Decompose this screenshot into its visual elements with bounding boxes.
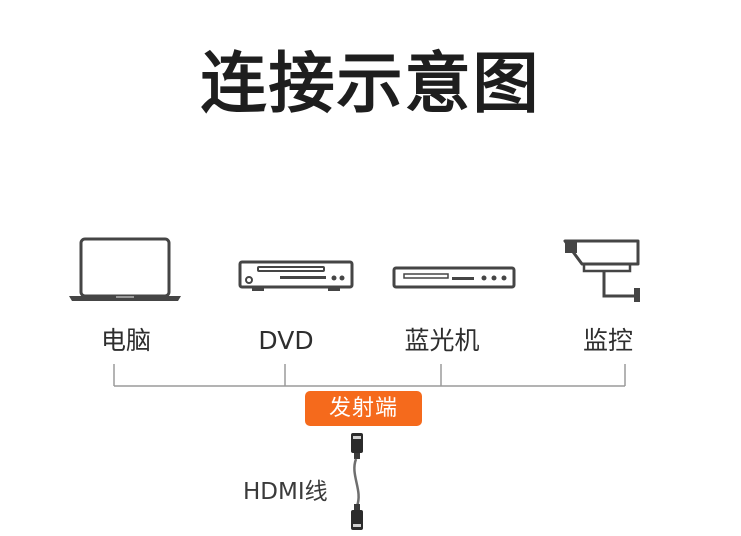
laptop-icon — [69, 237, 181, 301]
device-label-laptop: 电脑 — [100, 326, 151, 355]
diagram-title: 连接示意图 — [200, 45, 541, 122]
bluray-player-icon — [392, 266, 516, 289]
dvd-player-icon — [238, 260, 354, 291]
device-label-camera: 监控 — [582, 326, 633, 355]
source-badge: 发射端 — [305, 391, 422, 426]
security-camera-icon — [563, 239, 640, 302]
cable-label: HDMI线 — [243, 479, 328, 505]
device-label-bluray: 蓝光机 — [404, 326, 480, 355]
hdmi-cable-icon — [351, 433, 363, 530]
device-label-dvd: DVD — [258, 326, 314, 355]
